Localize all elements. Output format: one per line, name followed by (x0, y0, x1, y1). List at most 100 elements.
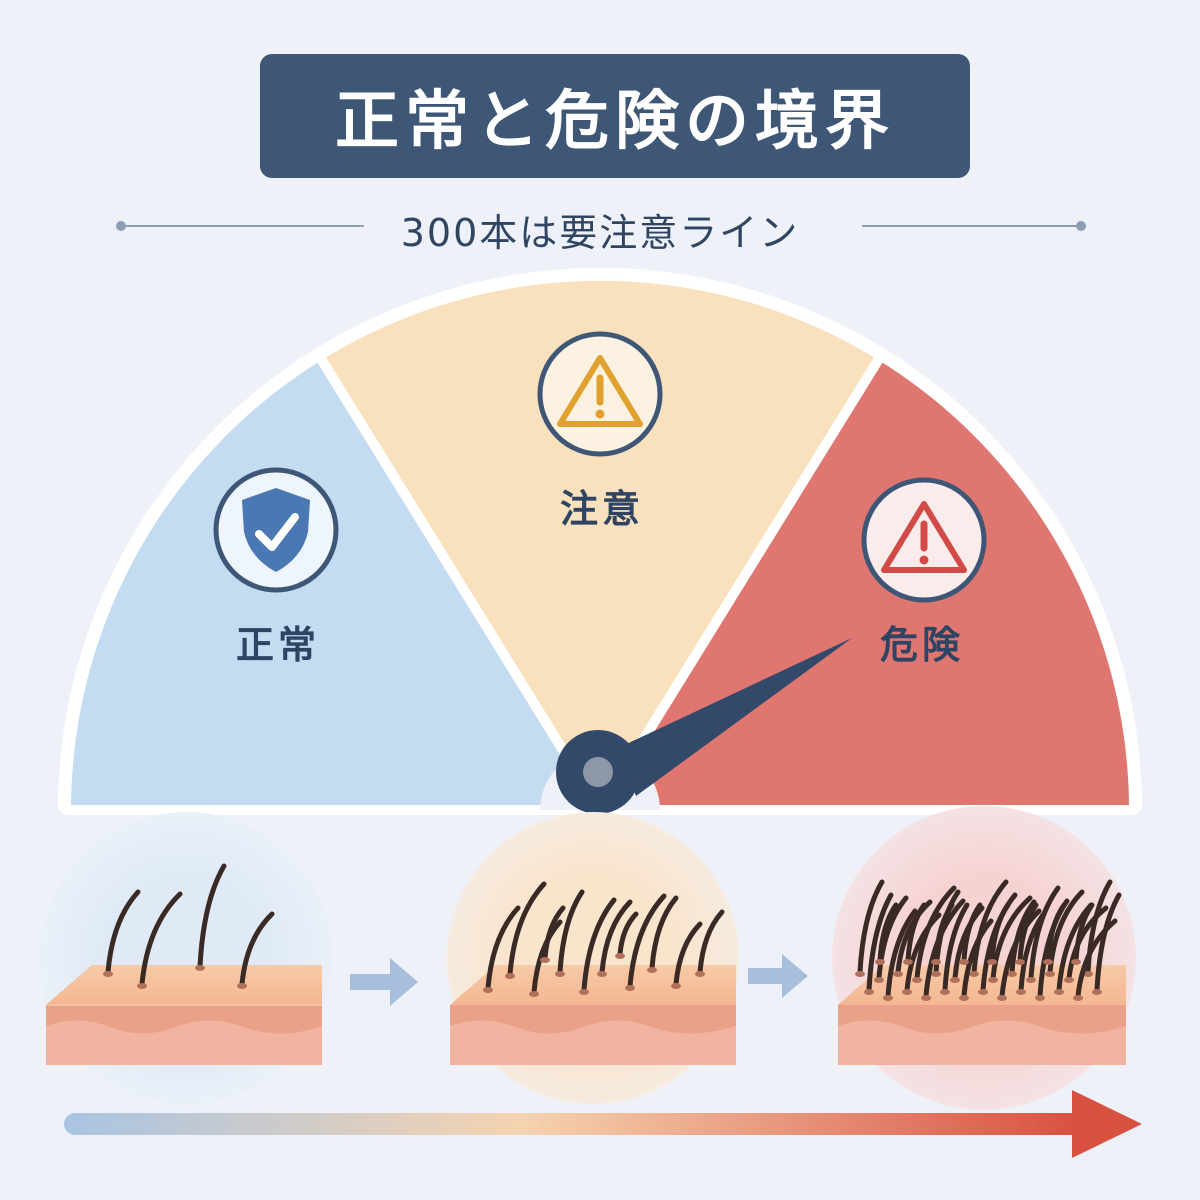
hair-root (903, 959, 913, 965)
hair-strand (942, 902, 970, 993)
arrow-normal-to-caution-icon (350, 958, 418, 1006)
hair-strand (989, 902, 1011, 963)
shield-check-icon (213, 467, 339, 593)
hair-root (237, 983, 247, 989)
hair-strand (1028, 885, 1061, 981)
zone-label-normal: 正常 (235, 623, 320, 667)
hair-root (931, 971, 941, 977)
hair-strand (627, 893, 667, 989)
hair-root (505, 973, 515, 979)
hair-root (1054, 989, 1064, 995)
hair-root (540, 957, 550, 963)
hair-root (855, 971, 865, 977)
hair-root (1015, 959, 1025, 965)
hair-strand (139, 891, 183, 987)
hair-strand (961, 918, 994, 999)
hair-root (1071, 959, 1081, 965)
hair-root (940, 989, 950, 995)
progress-arrow (64, 1090, 1142, 1158)
subtitle-left-line (124, 225, 364, 227)
gauge (58, 268, 1142, 815)
hair-strand (531, 919, 563, 995)
subtitle-left-dot (116, 221, 126, 231)
needle-pivot (583, 757, 613, 787)
hair-root (864, 989, 874, 995)
subtitle-row: 300本は要注意ライン (0, 196, 1200, 256)
hair-root (103, 971, 113, 977)
hair-strand (1017, 902, 1039, 963)
hair-strand (904, 912, 942, 993)
hair-root (902, 989, 912, 995)
hair-root (625, 985, 635, 991)
skin-normal (46, 965, 322, 1065)
hair-root (555, 971, 565, 977)
hair-root (579, 989, 589, 995)
hair-strand (971, 879, 1009, 975)
hair-root (1043, 959, 1053, 965)
warning-triangle-icon (537, 331, 663, 457)
hair-root (912, 977, 922, 983)
hair-root (950, 977, 960, 983)
subtitle-right-line (862, 225, 1078, 227)
hair-root (893, 971, 903, 977)
gauge-zone-normal (61, 350, 605, 815)
gauge-needle (556, 638, 852, 814)
hair-root (959, 995, 969, 1001)
hair-root (875, 959, 885, 965)
hair-strand (933, 902, 955, 963)
hair-strand (877, 902, 899, 963)
hair-root (1026, 977, 1036, 983)
arrow-caution-to-danger-icon (748, 954, 808, 998)
danger-triangle-icon (861, 477, 987, 603)
hair-strand (905, 902, 927, 963)
hair-strand (105, 889, 141, 975)
hair-caution (483, 881, 725, 997)
hair-root (883, 995, 893, 1001)
hair-strand (673, 921, 703, 987)
hair-root (1073, 995, 1083, 1001)
zone-label-caution: 注意 (559, 487, 644, 531)
hair-root (647, 967, 657, 973)
hair-strand (1094, 892, 1122, 993)
title-banner: 正常と危険の境界 (260, 54, 970, 178)
hair-strand (885, 908, 918, 999)
hair-root (1016, 989, 1026, 995)
hair-strand (542, 905, 566, 961)
hair-root (969, 971, 979, 977)
hair-root (195, 965, 205, 971)
hair-strand (1073, 902, 1095, 963)
hair-root (615, 953, 625, 959)
hair-strand (961, 902, 983, 963)
hair-strand (581, 897, 617, 993)
hair-strand (239, 911, 275, 987)
hair-strand (1018, 912, 1046, 993)
hair-root (671, 983, 681, 989)
hair-strand (649, 895, 679, 971)
hair-root (874, 977, 884, 983)
hair-root (1035, 995, 1045, 1001)
zone-label-danger: 危険 (879, 623, 964, 667)
hair-root (483, 987, 493, 993)
hair-strand (990, 895, 1033, 981)
hair-strand (866, 892, 894, 993)
hair-strand (1045, 902, 1067, 963)
page-title: 正常と危険の境界 (335, 85, 895, 159)
hair-root (997, 995, 1007, 1001)
hair-root (987, 959, 997, 965)
hair-root (1092, 989, 1102, 995)
hair-root (529, 991, 539, 997)
subtitle-right-dot (1076, 221, 1086, 231)
hair-root (1064, 977, 1074, 983)
hair-strand (999, 908, 1042, 999)
hair-root (988, 977, 998, 983)
hair-root (1007, 971, 1017, 977)
hair-normal (103, 863, 275, 989)
hair-strand (507, 881, 547, 977)
hair-strand (617, 911, 639, 957)
hair-root (931, 959, 941, 965)
hair-root (695, 971, 705, 977)
gauge-zone-caution (314, 270, 886, 815)
hair-root (921, 995, 931, 1001)
hair-strand (697, 909, 725, 975)
